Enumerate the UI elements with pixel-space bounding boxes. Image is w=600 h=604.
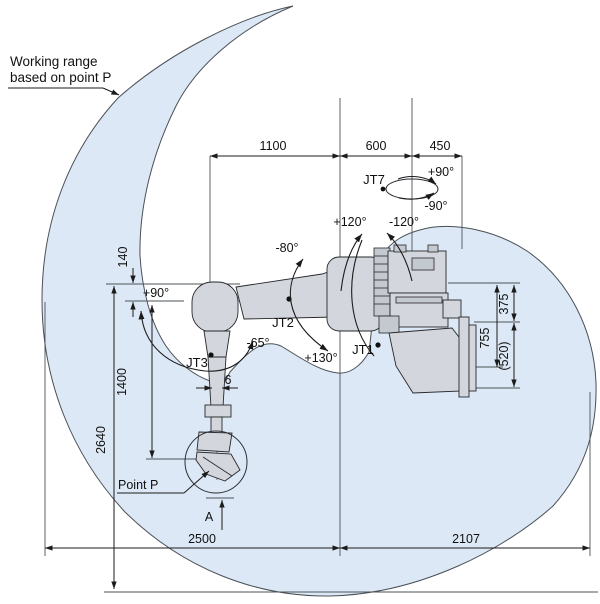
joint-arcs <box>138 175 439 372</box>
jt2-plus-label: +130° <box>304 351 337 365</box>
dim-left-140: 140 <box>116 247 130 268</box>
section-a-label: A <box>205 510 214 524</box>
jt7-point <box>380 186 386 192</box>
mount-flange-outer <box>468 324 477 392</box>
dim-top-1100: 1100 <box>260 139 287 153</box>
dim-right-520: (520) <box>497 341 511 370</box>
jt1-minus-label: -120° <box>389 215 419 229</box>
jt1-label: JT1 <box>352 342 374 357</box>
jt7-label: JT7 <box>363 172 385 187</box>
jt7-plus-arrow <box>397 175 437 185</box>
dim-top-600: 600 <box>366 139 387 153</box>
jt2-minus-label: -80° <box>275 241 298 255</box>
flange-bracket <box>442 299 462 319</box>
jt1-plus-label: +120° <box>333 215 366 229</box>
shoulder-housing <box>191 281 239 333</box>
jt2-label: JT2 <box>272 315 294 330</box>
jt7-minus-label: -90° <box>424 199 447 213</box>
jt1-body-arc <box>351 239 375 357</box>
dim-offset-6: 6 <box>225 373 232 387</box>
jt3-minus-label: -65° <box>246 336 269 350</box>
working-range-label-line2: based on point P <box>10 70 111 85</box>
jt1-point <box>375 342 381 348</box>
hose-block <box>378 315 400 334</box>
dimension-lines <box>45 153 590 589</box>
dim-bottom-2107: 2107 <box>452 532 480 546</box>
motor-block <box>387 250 447 294</box>
dim-left-2640: 2640 <box>94 426 108 454</box>
working-range-leader <box>8 87 120 96</box>
forearm <box>207 356 227 408</box>
point-p-label: Point P <box>118 478 158 492</box>
jt7-plus-label: +90° <box>428 165 454 179</box>
forearm-flange <box>204 404 232 418</box>
jt2-arc <box>289 258 329 352</box>
wrist-block <box>196 431 233 453</box>
dim-right-755: 755 <box>478 328 492 349</box>
jt3-plus-label: +90° <box>143 286 169 300</box>
shoulder-bracket <box>203 330 231 358</box>
jt3-point <box>208 352 214 358</box>
jt3-arc <box>138 310 254 372</box>
bellows-ridges <box>374 255 390 305</box>
point-p-leader <box>117 470 210 494</box>
dim-top-450: 450 <box>430 139 451 153</box>
mount-flange-inner <box>458 316 470 398</box>
working-range-label-line1: Working range <box>10 54 98 69</box>
jt1-plus-arrow <box>340 233 363 292</box>
dim-left-1400: 1400 <box>115 368 129 396</box>
point-p-circle <box>184 430 248 494</box>
jt7-minus-arrow <box>398 192 435 200</box>
dim-bottom-2500: 2500 <box>188 532 216 546</box>
dim-right-375: 375 <box>497 294 511 315</box>
jt1-minus-arrow <box>386 232 413 282</box>
jt3-label: JT3 <box>186 355 208 370</box>
